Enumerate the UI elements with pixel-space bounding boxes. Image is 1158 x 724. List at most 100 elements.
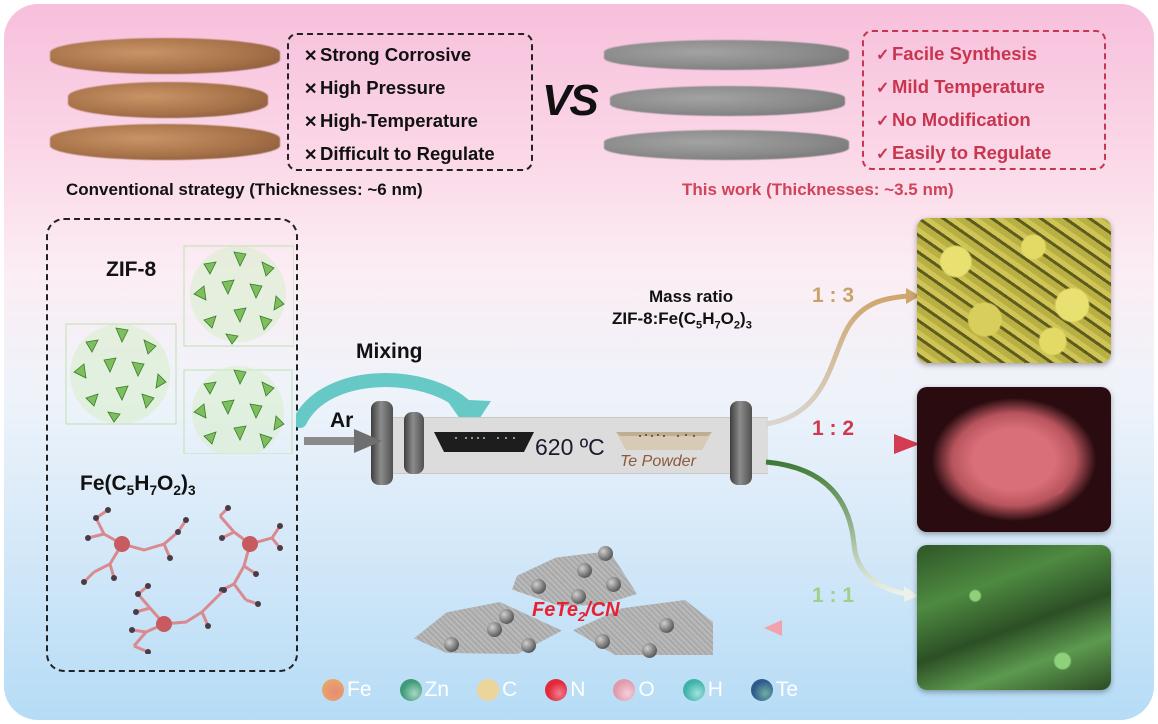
nanoparticle: [487, 622, 502, 637]
ratio-arrow-1-1: [765, 459, 907, 597]
zn-dot-icon: [399, 679, 422, 701]
h-dot-icon: [682, 679, 705, 701]
brown-layer: [50, 124, 280, 160]
conventional-material-illustration: [44, 34, 284, 164]
tube-end-cap-right: [730, 401, 752, 485]
legend-item-zn: Zn: [399, 678, 449, 702]
tube-end-cap-left: [371, 401, 393, 485]
fe-dot-icon: [322, 679, 344, 701]
cross-icon: ✕: [304, 114, 318, 131]
mass-ratio-title: Mass ratio: [649, 287, 734, 306]
legend-item-c: C: [477, 678, 517, 702]
te-powder-label: Te Powder: [620, 453, 696, 470]
nanoparticle: [606, 577, 621, 592]
n-dot-icon: [545, 679, 568, 701]
cross-icon: ✕: [304, 81, 318, 98]
atom-dots: [81, 507, 189, 585]
o-dot-icon: [613, 679, 636, 701]
nanoparticle: [521, 638, 536, 653]
mixing-label: Mixing: [356, 340, 423, 363]
nanoparticle: [444, 637, 459, 652]
legend-item-fe: Fe: [322, 678, 372, 702]
feacac-molecule: [131, 584, 226, 654]
nanoparticle: [499, 609, 514, 624]
legend-item-h: H: [682, 678, 723, 702]
advantage-text: Facile Synthesis: [892, 43, 1037, 64]
drawbacks-list: ✕Strong Corrosive ✕High Pressure ✕High-T…: [304, 39, 495, 171]
ratio-label-1-1: 1 : 1: [812, 584, 855, 607]
nanoparticle: [659, 618, 674, 633]
ar-label: Ar: [330, 409, 354, 432]
nanoparticle: [595, 634, 610, 649]
cross-icon: ✕: [304, 48, 318, 65]
advantage-text: No Modification: [892, 109, 1031, 130]
legend-item-o: O: [613, 678, 655, 702]
gray-layer: [610, 86, 845, 116]
precursor-boat: [434, 432, 534, 452]
precursor-box: [46, 218, 298, 672]
vs-label: VS: [542, 76, 599, 125]
check-icon: ✓: [876, 47, 890, 64]
fe-atom: [156, 616, 172, 632]
brown-layer: [50, 38, 280, 74]
advantage-item: ✓Facile Synthesis: [876, 38, 1051, 71]
mass-ratio-formula: ZIF-8:Fe(C5H7O2)3: [612, 309, 752, 332]
zif8-label: ZIF-8: [106, 258, 157, 281]
ratio-arrow-1-3: [765, 293, 909, 427]
sem-image-1-1[interactable]: [917, 545, 1111, 690]
ratio-label-1-3: 1 : 3: [812, 284, 855, 307]
drawback-text: Difficult to Regulate: [320, 143, 495, 164]
advantage-item: ✓No Modification: [876, 104, 1051, 137]
drawback-item: ✕High-Temperature: [304, 105, 495, 138]
cross-icon: ✕: [304, 147, 318, 164]
feacac-label: Fe(C5H7O2)3: [80, 472, 196, 499]
mixing-arrow: [296, 373, 491, 433]
conventional-caption: Conventional strategy (Thicknesses: ~6 n…: [66, 180, 423, 199]
te-powder-boat: [616, 432, 712, 450]
temperature-label: 620 ºC: [535, 434, 605, 460]
advantage-text: Easily to Regulate: [892, 142, 1052, 163]
c-dot-icon: [477, 679, 500, 701]
feacac-molecules: [81, 505, 283, 654]
nanoparticle: [598, 546, 613, 561]
element-legend: Fe Zn C N O H Te: [322, 678, 798, 702]
te-dot-icon: [750, 679, 773, 701]
feacac-molecule: [82, 508, 188, 584]
sem-image-1-3[interactable]: [917, 218, 1111, 363]
diagram-panel: ✕Strong Corrosive ✕High Pressure ✕High-T…: [4, 4, 1154, 720]
legend-item-n: N: [545, 678, 585, 702]
sem-image-1-2[interactable]: [917, 387, 1111, 532]
this-work-material-illustration: [604, 34, 849, 164]
zif8-structures: [65, 245, 294, 454]
gray-layer: [604, 40, 849, 70]
advantage-item: ✓Easily to Regulate: [876, 137, 1051, 170]
ratio-arrows: [764, 288, 920, 636]
fe-atom: [242, 536, 258, 552]
drawback-item: ✕Strong Corrosive: [304, 39, 495, 72]
tube-inner-cap: [404, 412, 424, 474]
zif8-crystal: [65, 323, 177, 425]
nanoparticle: [531, 579, 546, 594]
drawback-text: High-Temperature: [320, 110, 478, 131]
check-icon: ✓: [876, 113, 890, 130]
gray-layer: [604, 130, 849, 160]
drawback-item: ✕High Pressure: [304, 72, 495, 105]
drawback-text: Strong Corrosive: [320, 44, 472, 65]
check-icon: ✓: [876, 80, 890, 97]
advantages-box: [862, 30, 1106, 170]
zif8-crystal: [183, 366, 293, 454]
drawback-text: High Pressure: [320, 77, 446, 98]
advantage-item: ✓Mild Temperature: [876, 71, 1051, 104]
advantages-list: ✓Facile Synthesis ✓Mild Temperature ✓No …: [876, 38, 1051, 170]
product-label: FeTe2/CN: [532, 599, 620, 624]
check-icon: ✓: [876, 146, 890, 163]
drawback-item: ✕Difficult to Regulate: [304, 138, 495, 171]
zif8-crystal: [183, 245, 294, 347]
brown-layer: [68, 82, 268, 118]
fe-atom: [114, 536, 130, 552]
ar-gas-arrow: [304, 429, 382, 453]
legend-item-te: Te: [750, 678, 798, 702]
ratio-label-1-2: 1 : 2: [812, 417, 855, 440]
nanoparticle: [642, 643, 657, 658]
nanoparticle: [577, 563, 592, 578]
